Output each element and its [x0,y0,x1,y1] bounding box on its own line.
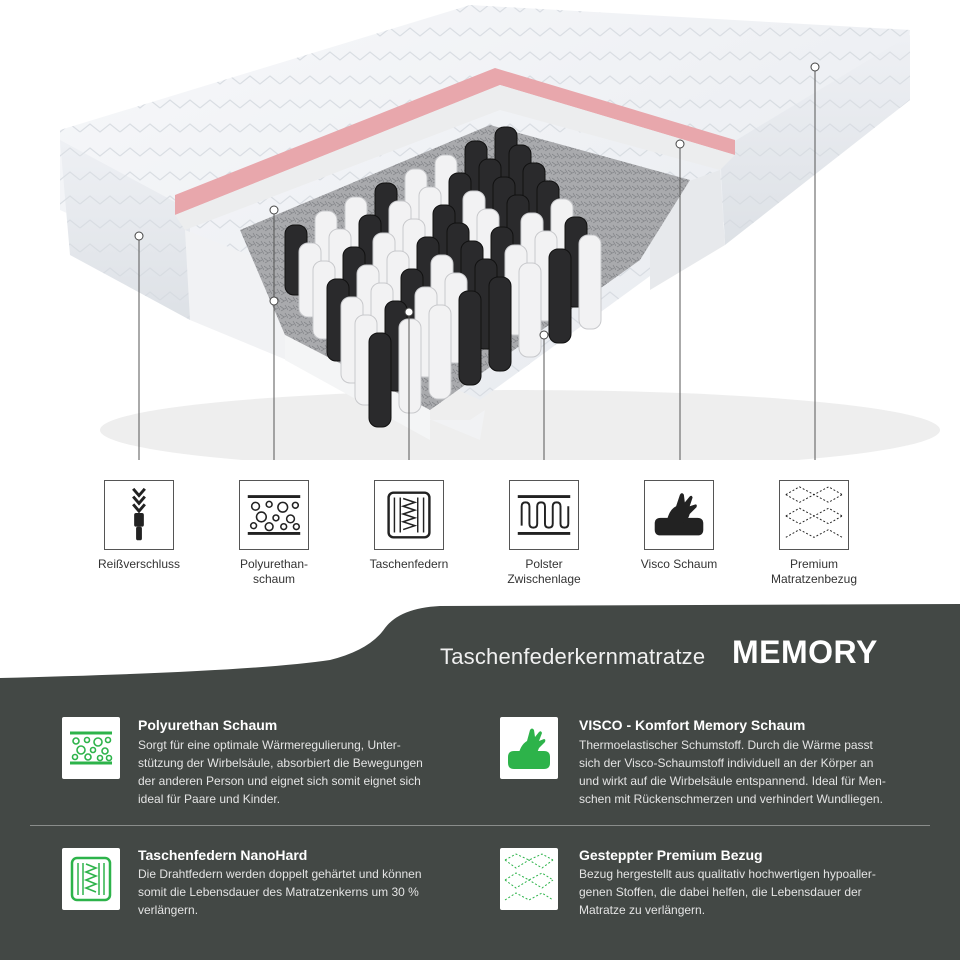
pocket-spring [548,248,572,344]
feature-title-foam: Polyurethan Schaum [138,717,278,733]
feature-text-visco: Thermoelastischer Schumstoff. Durch die … [579,738,886,806]
product-title-prefix: Taschenfederkernmatratze [440,644,706,669]
info-panel-background [0,604,960,960]
visco-icon [644,480,714,550]
pocket-spring [428,304,452,400]
springs-icon [374,480,444,550]
product-title-name: MEMORY [732,634,878,670]
cover-icon [500,848,558,910]
feature-divider [30,825,930,826]
icon-label-springs: Taschenfedern [369,557,449,571]
cover-icon [779,480,849,550]
pocket-spring [458,290,482,386]
padding-icon [509,480,579,550]
foam-icon [239,480,309,550]
feature-text-foam: Sorgt für eine optimale Wärmeregulierung… [138,738,423,806]
feature-title-cover: Gesteppter Premium Bezug [579,847,763,863]
pocket-spring [488,276,512,372]
pocket-spring [398,318,422,414]
feature-title-springs: Taschenfedern NanoHard [138,847,308,863]
icon-label-zipper: Reißverschluss [97,557,181,571]
pocket-spring [578,234,602,330]
springs-icon [62,848,120,910]
icon-label-foam: Polyurethan- schaum [239,557,309,586]
zipper-icon [104,480,174,550]
icon-label-cover: Premium Matratzenbezug [770,557,858,586]
feature-text-cover: Bezug hergestellt aus qualitativ hochwer… [579,867,876,917]
icon-label-visco: Visco Schaum [640,557,718,571]
feature-title-visco: VISCO - Komfort Memory Schaum [579,717,806,733]
feature-text-springs: Die Drahtfedern werden doppelt gehärtet … [138,867,422,917]
visco-icon [500,717,558,779]
pocket-spring [368,332,392,428]
icon-label-padding: Polster Zwischenlage [507,557,581,586]
mattress-illustration [60,5,940,460]
pocket-spring [518,262,542,358]
foam-icon [62,717,120,779]
